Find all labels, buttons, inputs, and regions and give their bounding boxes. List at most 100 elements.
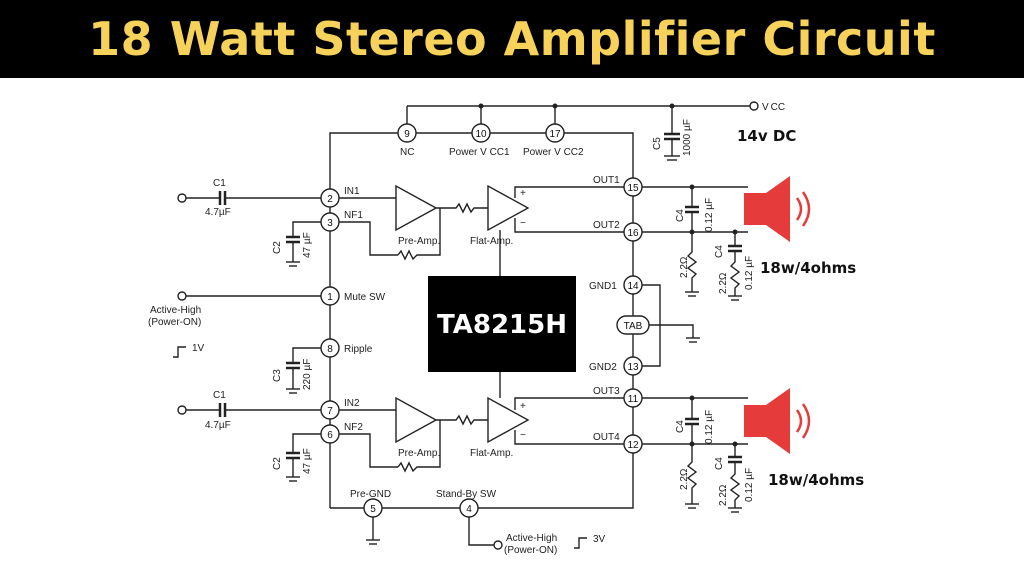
svg-text:Stand-By SW: Stand-By SW (436, 489, 497, 500)
feedback-wire (339, 433, 398, 468)
pin-4: 4 Stand-By SW (436, 489, 497, 518)
pin-3: 3 NF1 (320, 210, 363, 232)
svg-text:14: 14 (627, 281, 639, 292)
flatamp-1-label: Flat-Amp. (470, 236, 513, 247)
r-label: 2.2Ω (718, 484, 729, 506)
mute-level: 1V (192, 343, 205, 354)
wire (292, 347, 321, 362)
resistor-2r2 (686, 232, 698, 292)
minus-sign: − (520, 218, 526, 229)
svg-text:12: 12 (627, 440, 639, 451)
c2-value: 47 µF (302, 232, 313, 258)
svg-text:GND1: GND1 (589, 281, 617, 292)
junction-dot (552, 103, 558, 109)
r-label: 2.2Ω (718, 272, 729, 294)
c4d-value: 0.12 µF (744, 468, 755, 502)
c1-label: C1 (213, 178, 226, 189)
out1-wire (514, 186, 624, 198)
svg-text:IN1: IN1 (344, 186, 360, 197)
c4c-label: C4 (675, 420, 686, 433)
output-rating-2: 18w/4ohms (768, 471, 864, 489)
svg-text:2: 2 (327, 194, 333, 205)
flatamp-2 (487, 396, 530, 444)
c2-label: C2 (272, 241, 283, 254)
pin-16: 16 OUT2 (593, 220, 643, 242)
c1b-label: C1 (213, 390, 226, 401)
pin-14: 14 GND1 (589, 275, 643, 295)
pin-13: 13 GND2 (589, 356, 643, 376)
preamp-1 (395, 184, 438, 232)
svg-text:16: 16 (627, 228, 639, 239)
preamp-1-label: Pre-Amp. (398, 236, 440, 247)
svg-text:Mute SW: Mute SW (344, 292, 386, 303)
pin-6: 6 NF2 (320, 422, 363, 444)
svg-text:10: 10 (475, 129, 487, 140)
input1-terminal[interactable] (177, 193, 187, 203)
svg-text:11: 11 (628, 394, 639, 405)
input2-terminal[interactable] (177, 405, 187, 415)
feedback-resistor (397, 208, 441, 261)
standby-terminal[interactable] (493, 540, 503, 550)
vcc-terminal (749, 101, 759, 111)
svg-text:Pre-GND: Pre-GND (350, 489, 391, 500)
wire (292, 221, 321, 236)
standby-label-2: (Power-ON) (504, 545, 557, 556)
c4-value: 0.12 µF (704, 198, 715, 232)
svg-text:13: 13 (627, 362, 639, 373)
svg-text:GND2: GND2 (589, 362, 617, 373)
svg-text:OUT1: OUT1 (593, 175, 620, 186)
resistor-2r2 (729, 463, 741, 508)
plus-sign: + (520, 188, 526, 199)
pin-tab: TAB (616, 315, 650, 335)
c3-value: 220 µF (302, 359, 313, 390)
c5-label: C5 (652, 137, 663, 150)
c2b-value: 47 µF (302, 448, 313, 474)
pin-8: 8 Ripple (320, 338, 373, 358)
mute-terminal[interactable] (177, 291, 187, 301)
svg-text:TAB: TAB (624, 321, 643, 332)
feedback-resistor (397, 420, 441, 473)
schematic-svg: V CC 14v DC C5 1000 µF 9 NC 10 Power V C… (148, 101, 864, 556)
svg-text:Power V CC2: Power V CC2 (523, 147, 584, 158)
chip-label: TA8215H (437, 310, 567, 340)
c5-value: 1000 µF (682, 119, 693, 156)
out3-wire (514, 397, 624, 410)
interstage-resistor (436, 202, 488, 214)
title-banner: 18 Watt Stereo Amplifier Circuit (0, 0, 1024, 78)
junction-dot (732, 229, 738, 235)
c1-value: 4.7µF (205, 207, 231, 218)
ic-outline (329, 132, 634, 509)
interstage-resistor (436, 414, 488, 426)
svg-text:IN2: IN2 (344, 398, 360, 409)
pin-5: 5 Pre-GND (350, 489, 391, 518)
flatamp-2-label: Flat-Amp. (470, 448, 513, 459)
c4-label: C4 (675, 209, 686, 222)
flatamp-1 (487, 184, 530, 232)
resistor-2r2 (686, 444, 698, 504)
svg-text:OUT3: OUT3 (593, 386, 620, 397)
r-label: 2.2Ω (679, 468, 690, 490)
feedback-wire (339, 221, 398, 256)
svg-text:4: 4 (466, 504, 472, 515)
out4-wire (514, 430, 624, 445)
svg-text:OUT4: OUT4 (593, 432, 620, 443)
svg-text:3: 3 (327, 218, 333, 229)
pin-17: 17 Power V CC2 (523, 123, 584, 158)
svg-text:6: 6 (327, 430, 333, 441)
pin-10: 10 Power V CC1 (449, 123, 510, 158)
svg-text:17: 17 (549, 129, 561, 140)
svg-text:NF2: NF2 (344, 422, 363, 433)
minus-sign: − (520, 430, 526, 441)
step-icon (173, 346, 186, 358)
r-label: 2.2Ω (679, 256, 690, 278)
standby-level: 3V (593, 534, 606, 545)
preamp-2 (395, 396, 438, 444)
svg-text:1: 1 (327, 292, 333, 303)
pin-12: 12 OUT4 (593, 432, 643, 454)
plus-sign: + (520, 401, 526, 412)
svg-text:OUT2: OUT2 (593, 220, 620, 231)
output-rating-1: 18w/4ohms (760, 259, 856, 277)
mute-label-2: (Power-ON) (148, 317, 201, 328)
mute-label-1: Active-High (150, 305, 201, 316)
svg-text:9: 9 (404, 129, 410, 140)
